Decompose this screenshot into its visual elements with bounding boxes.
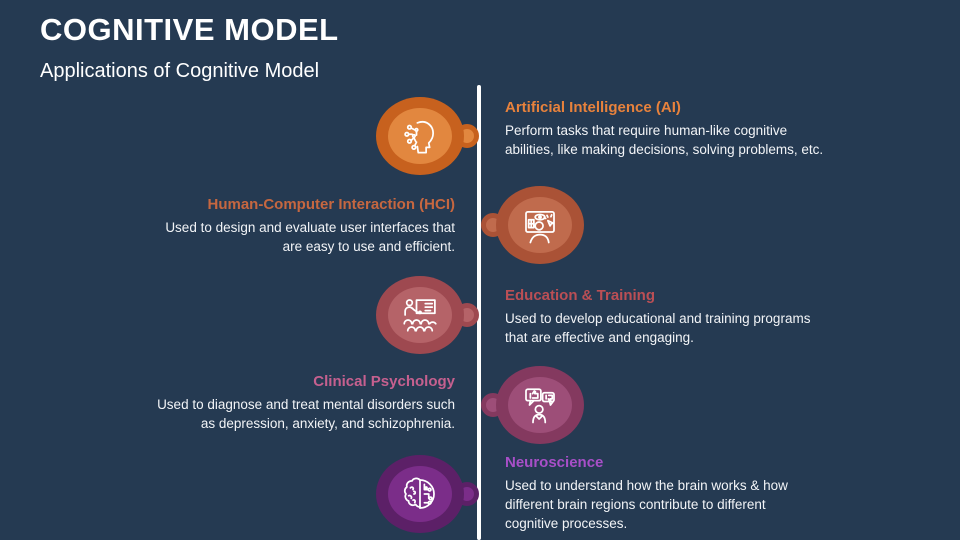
- neuroscience-brain-icon: [403, 477, 435, 509]
- item-description: Used to develop educational and training…: [505, 311, 811, 345]
- item-title: Clinical Psychology: [313, 373, 455, 390]
- item-description: Used to diagnose and treat mental disord…: [157, 397, 455, 431]
- badge-artificial-intelligence: [376, 97, 464, 175]
- timeline-item: Education & Training Used to develop edu…: [505, 287, 835, 347]
- badge-clinical-psychology: [496, 366, 584, 444]
- item-description: Used to understand how the brain works &…: [505, 478, 788, 531]
- item-title: Artificial Intelligence (AI): [505, 99, 681, 116]
- badge-neuroscience: [376, 455, 464, 533]
- item-description: Used to design and evaluate user interfa…: [165, 220, 455, 254]
- human-computer-interaction-icon: [525, 211, 555, 244]
- ai-head-circuit-icon: [404, 121, 434, 154]
- timeline-item: Artificial Intelligence (AI) Perform tas…: [505, 99, 825, 159]
- badge-inner: [388, 466, 452, 522]
- item-title: Education & Training: [505, 287, 656, 304]
- psychology-counseling-icon: [525, 388, 555, 424]
- timeline-item: Clinical Psychology Used to diagnose and…: [155, 373, 455, 433]
- badge-inner: [508, 197, 572, 253]
- item-description: Perform tasks that require human-like co…: [505, 123, 824, 157]
- education-presentation-icon: [403, 299, 437, 332]
- item-title: Neuroscience: [505, 454, 604, 471]
- page-subtitle: Applications of Cognitive Model: [40, 60, 320, 82]
- badge-inner: [388, 108, 452, 164]
- timeline-item: Neuroscience Used to understand how the …: [505, 454, 805, 533]
- page-title: COGNITIVE MODEL: [40, 12, 339, 47]
- badge-human-computer-interaction: [496, 186, 584, 264]
- item-title: Human-Computer Interaction (HCI): [207, 196, 456, 213]
- timeline-line: [477, 85, 481, 540]
- timeline-item: Human-Computer Interaction (HCI) Used to…: [155, 196, 455, 256]
- badge-education-training: [376, 276, 464, 354]
- badge-inner: [508, 377, 572, 433]
- badge-inner: [388, 287, 452, 343]
